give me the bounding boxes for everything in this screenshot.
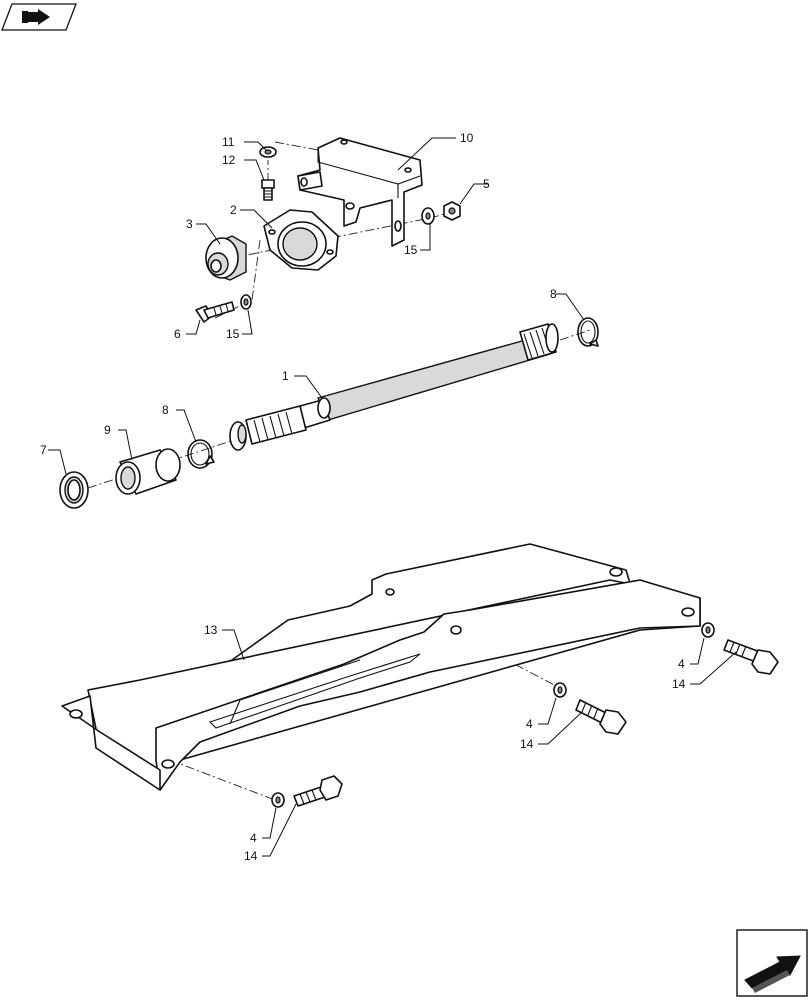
flange-housing-part-2 — [263, 209, 339, 271]
washer-part-15-lower — [240, 294, 252, 310]
callout-11: 11 — [222, 135, 235, 149]
bearing-part-3 — [205, 235, 247, 281]
callout-9: 9 — [104, 423, 111, 437]
nut-part-5 — [443, 201, 461, 221]
seal-part-7 — [59, 471, 89, 509]
sleeve-part-9 — [115, 448, 181, 495]
bolt-part-12 — [261, 179, 275, 201]
callout-4-lower: 4 — [250, 831, 257, 845]
callout-14-lower: 14 — [244, 849, 258, 863]
washer-part-15-upper — [421, 207, 435, 225]
callout-3: 3 — [186, 217, 193, 231]
callout-6: 6 — [174, 327, 181, 341]
callout-8-right: 8 — [550, 287, 557, 301]
shaft-part-1 — [229, 323, 559, 451]
callout-2: 2 — [230, 203, 237, 217]
callout-10: 10 — [460, 131, 474, 145]
bracket-part-10 — [297, 137, 423, 247]
callout-4-right: 4 — [678, 657, 685, 671]
callout-12: 12 — [222, 153, 236, 167]
callout-1: 1 — [282, 369, 289, 383]
callout-14-middle: 14 — [520, 737, 534, 751]
bolt-assembly-right — [701, 622, 779, 675]
callout-13: 13 — [204, 623, 218, 637]
callout-4-middle: 4 — [526, 717, 533, 731]
callout-7: 7 — [40, 443, 47, 457]
washer-part-11 — [259, 146, 277, 158]
support-frame-part-13 — [61, 543, 701, 791]
bolt-assembly-lower — [271, 775, 343, 808]
bolt-assembly-middle — [553, 682, 627, 735]
next-page-arrow-icon[interactable] — [736, 929, 808, 997]
callout-15-lower: 15 — [226, 327, 240, 341]
callout-14-right: 14 — [672, 677, 686, 691]
circlip-part-8-left — [187, 439, 215, 469]
leader-lines — [48, 137, 737, 857]
callout-5: 5 — [483, 177, 490, 191]
callout-labels: 11 12 10 5 2 3 15 6 15 8 1 8 9 7 13 4 14… — [40, 131, 686, 863]
circlip-part-8-right — [577, 317, 599, 347]
previous-page-arrow-icon[interactable] — [1, 3, 77, 31]
callout-15-upper: 15 — [404, 243, 418, 257]
bolt-part-6 — [195, 301, 235, 323]
callout-8-left: 8 — [162, 403, 169, 417]
